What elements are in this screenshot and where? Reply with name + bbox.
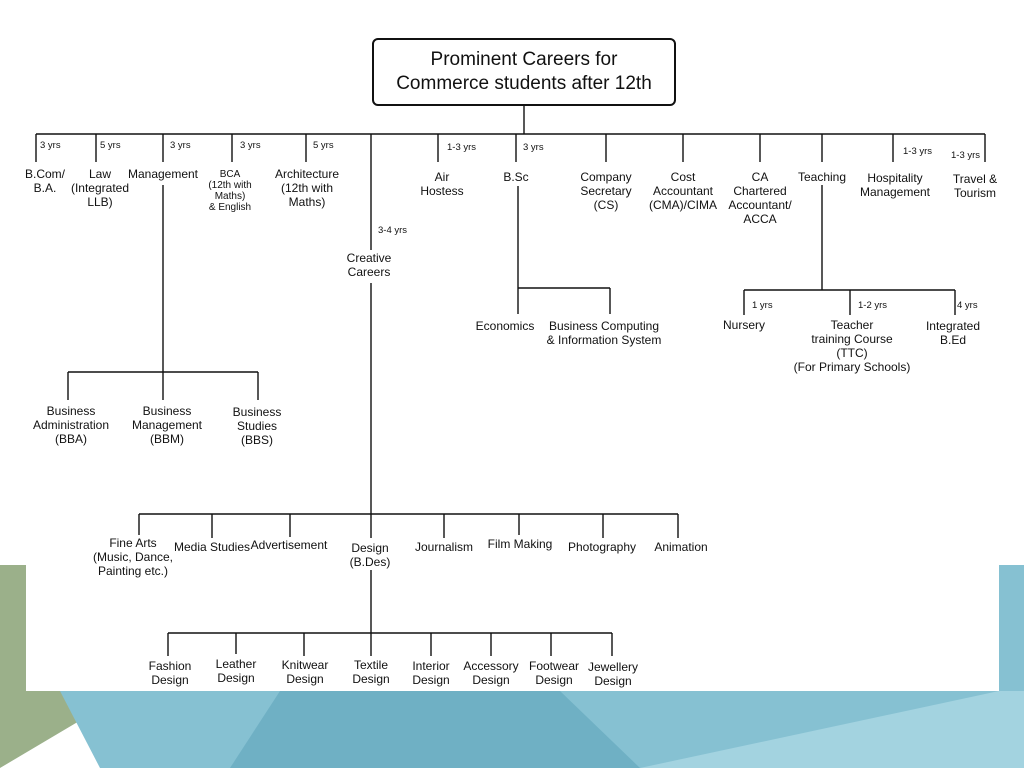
teaching-nursery: Nursery xyxy=(722,318,765,332)
duration-law: 5 yrs xyxy=(100,140,121,151)
duration-bca: 3 yrs xyxy=(240,140,261,151)
career-law: Law (Integrated LLB) xyxy=(70,167,130,209)
design-interior: Interior Design xyxy=(412,659,450,687)
career-hospitality: Hospitality Management xyxy=(859,171,931,199)
duration-creative: 3-4 yrs xyxy=(378,225,408,236)
career-management: Management xyxy=(127,167,199,181)
management-bbm: Business Management (BBM) xyxy=(131,404,203,446)
career-bcom: B.Com/ B.A. xyxy=(24,167,65,195)
management-bbs: Business Studies (BBS) xyxy=(232,405,282,447)
career-ca: CA Chartered Accountant/ ACCA xyxy=(728,170,792,226)
design-leather: Leather Design xyxy=(215,657,257,685)
career-teaching: Teaching xyxy=(797,170,847,184)
title-line-1: Prominent Careers for xyxy=(430,49,618,70)
duration-integrated-bed: 4 yrs xyxy=(957,300,978,311)
design-footwear: Footwear Design xyxy=(528,659,580,687)
career-architecture: Architecture (12th with Maths) xyxy=(274,167,340,209)
design-fashion: Fashion Design xyxy=(148,659,192,687)
duration-ttc: 1-2 yrs xyxy=(858,300,888,311)
teaching-integrated-bed: Integrated B.Ed xyxy=(925,319,981,347)
career-bsc: B.Sc xyxy=(503,170,529,184)
duration-management: 3 yrs xyxy=(170,140,191,151)
design-accessory: Accessory Design xyxy=(463,659,519,687)
creative-design: Design (B.Des) xyxy=(349,541,391,569)
title-line-2: Commerce students after 12th xyxy=(396,73,652,94)
content-panel xyxy=(26,0,999,691)
duration-bsc: 3 yrs xyxy=(523,142,544,153)
creative-journalism: Journalism xyxy=(414,540,474,554)
design-textile: Textile Design xyxy=(352,658,390,686)
creative-fine-arts: Fine Arts (Music, Dance, Painting etc.) xyxy=(92,536,174,578)
management-bba: Business Administration (BBA) xyxy=(32,404,110,446)
career-bca: BCA (12th with Maths) & English xyxy=(208,169,252,213)
creative-animation: Animation xyxy=(654,540,708,554)
creative-media-studies: Media Studies xyxy=(173,540,251,554)
accent-light-band xyxy=(640,691,1024,768)
duration-air-hostess: 1-3 yrs xyxy=(447,142,477,153)
creative-advertisement: Advertisement xyxy=(250,538,328,552)
accent-green-band xyxy=(0,565,130,768)
duration-bcom: 3 yrs xyxy=(40,140,61,151)
teaching-ttc: Teacher training Course (TTC) (For Prima… xyxy=(793,318,911,374)
duration-hospitality: 1-3 yrs xyxy=(903,146,933,157)
accent-teal-dark-band xyxy=(230,691,640,768)
career-company-secretary: Company Secretary (CS) xyxy=(580,170,632,212)
bsc-economics: Economics xyxy=(475,319,535,333)
career-air-hostess: Air Hostess xyxy=(420,170,464,198)
diagram-title-box: Prominent Careers for Commerce students … xyxy=(372,38,676,106)
duration-travel: 1-3 yrs xyxy=(951,150,981,161)
bsc-business-computing: Business Computing & Information System xyxy=(546,319,662,347)
duration-nursery: 1 yrs xyxy=(752,300,773,311)
design-jewellery: Jewellery Design xyxy=(587,660,638,688)
career-creative: Creative Careers xyxy=(346,251,392,279)
career-cost-accountant: Cost Accountant (CMA)/CIMA xyxy=(649,170,717,212)
duration-architecture: 5 yrs xyxy=(313,140,334,151)
creative-film-making: Film Making xyxy=(487,537,553,551)
creative-photography: Photography xyxy=(567,540,637,554)
design-knitwear: Knitwear Design xyxy=(281,658,329,686)
career-travel: Travel & Tourism xyxy=(952,172,998,200)
